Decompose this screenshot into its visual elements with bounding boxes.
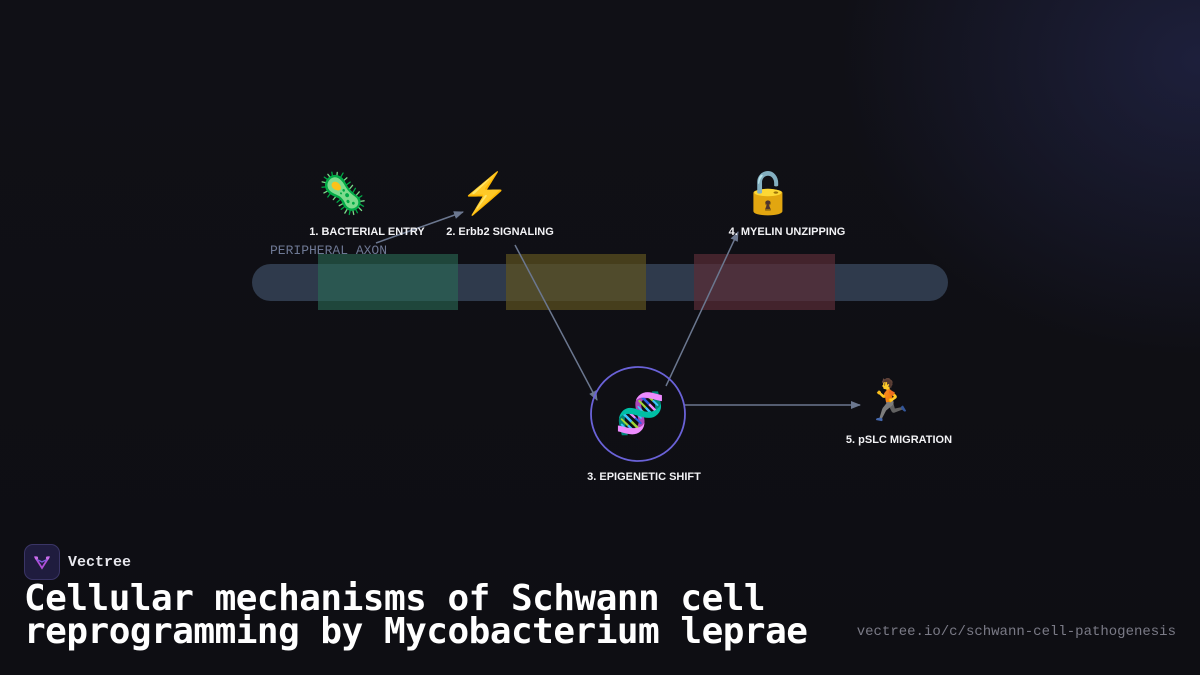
page-title: Cellular mechanisms of Schwann cell repr… [24, 578, 808, 652]
arrow-signaling-to-epigenetic [514, 244, 598, 401]
node-pslc-migration: 🏃 5. pSLC MIGRATION [846, 377, 952, 446]
microbe-icon: 🦠 [318, 170, 368, 216]
arrow-epigenetic-to-myelin [665, 231, 739, 387]
source-url[interactable]: vectree.io/c/schwann-cell-pathogenesis [856, 624, 1176, 640]
runner-icon: 🏃 [864, 377, 914, 423]
node-label-myelin-unzipping: 4. MYELIN UNZIPPING [729, 226, 846, 238]
node-label-bacterial-entry: 1. BACTERIAL ENTRY [309, 226, 425, 238]
brand-name: Vectree [68, 553, 132, 571]
node-bacterial-entry: 🦠 1. BACTERIAL ENTRY [309, 170, 425, 238]
node-label-pslc-migration: 5. pSLC MIGRATION [846, 434, 952, 446]
node-label-epigenetic-shift: 3. EPIGENETIC SHIFT [587, 471, 701, 483]
vectree-logo-icon [24, 544, 60, 580]
node-erbb2-signaling: ⚡ 2. Erbb2 SIGNALING [446, 170, 554, 238]
unlocked-icon: 🔓 [743, 170, 793, 216]
epigenetic-ring [590, 366, 686, 462]
segment-red [694, 254, 835, 310]
segment-green [318, 254, 458, 310]
brand: Vectree [24, 544, 131, 580]
node-epigenetic-shift: 🧬 3. EPIGENETIC SHIFT [587, 366, 701, 483]
dna-icon: 🧬 [615, 389, 665, 437]
node-myelin-unzipping: 🔓 4. MYELIN UNZIPPING [729, 170, 846, 238]
node-label-erbb2-signaling: 2. Erbb2 SIGNALING [446, 226, 554, 238]
segment-amber [506, 254, 646, 310]
lightning-icon: ⚡ [460, 170, 510, 217]
arrow-entry-to-signaling [375, 211, 464, 244]
